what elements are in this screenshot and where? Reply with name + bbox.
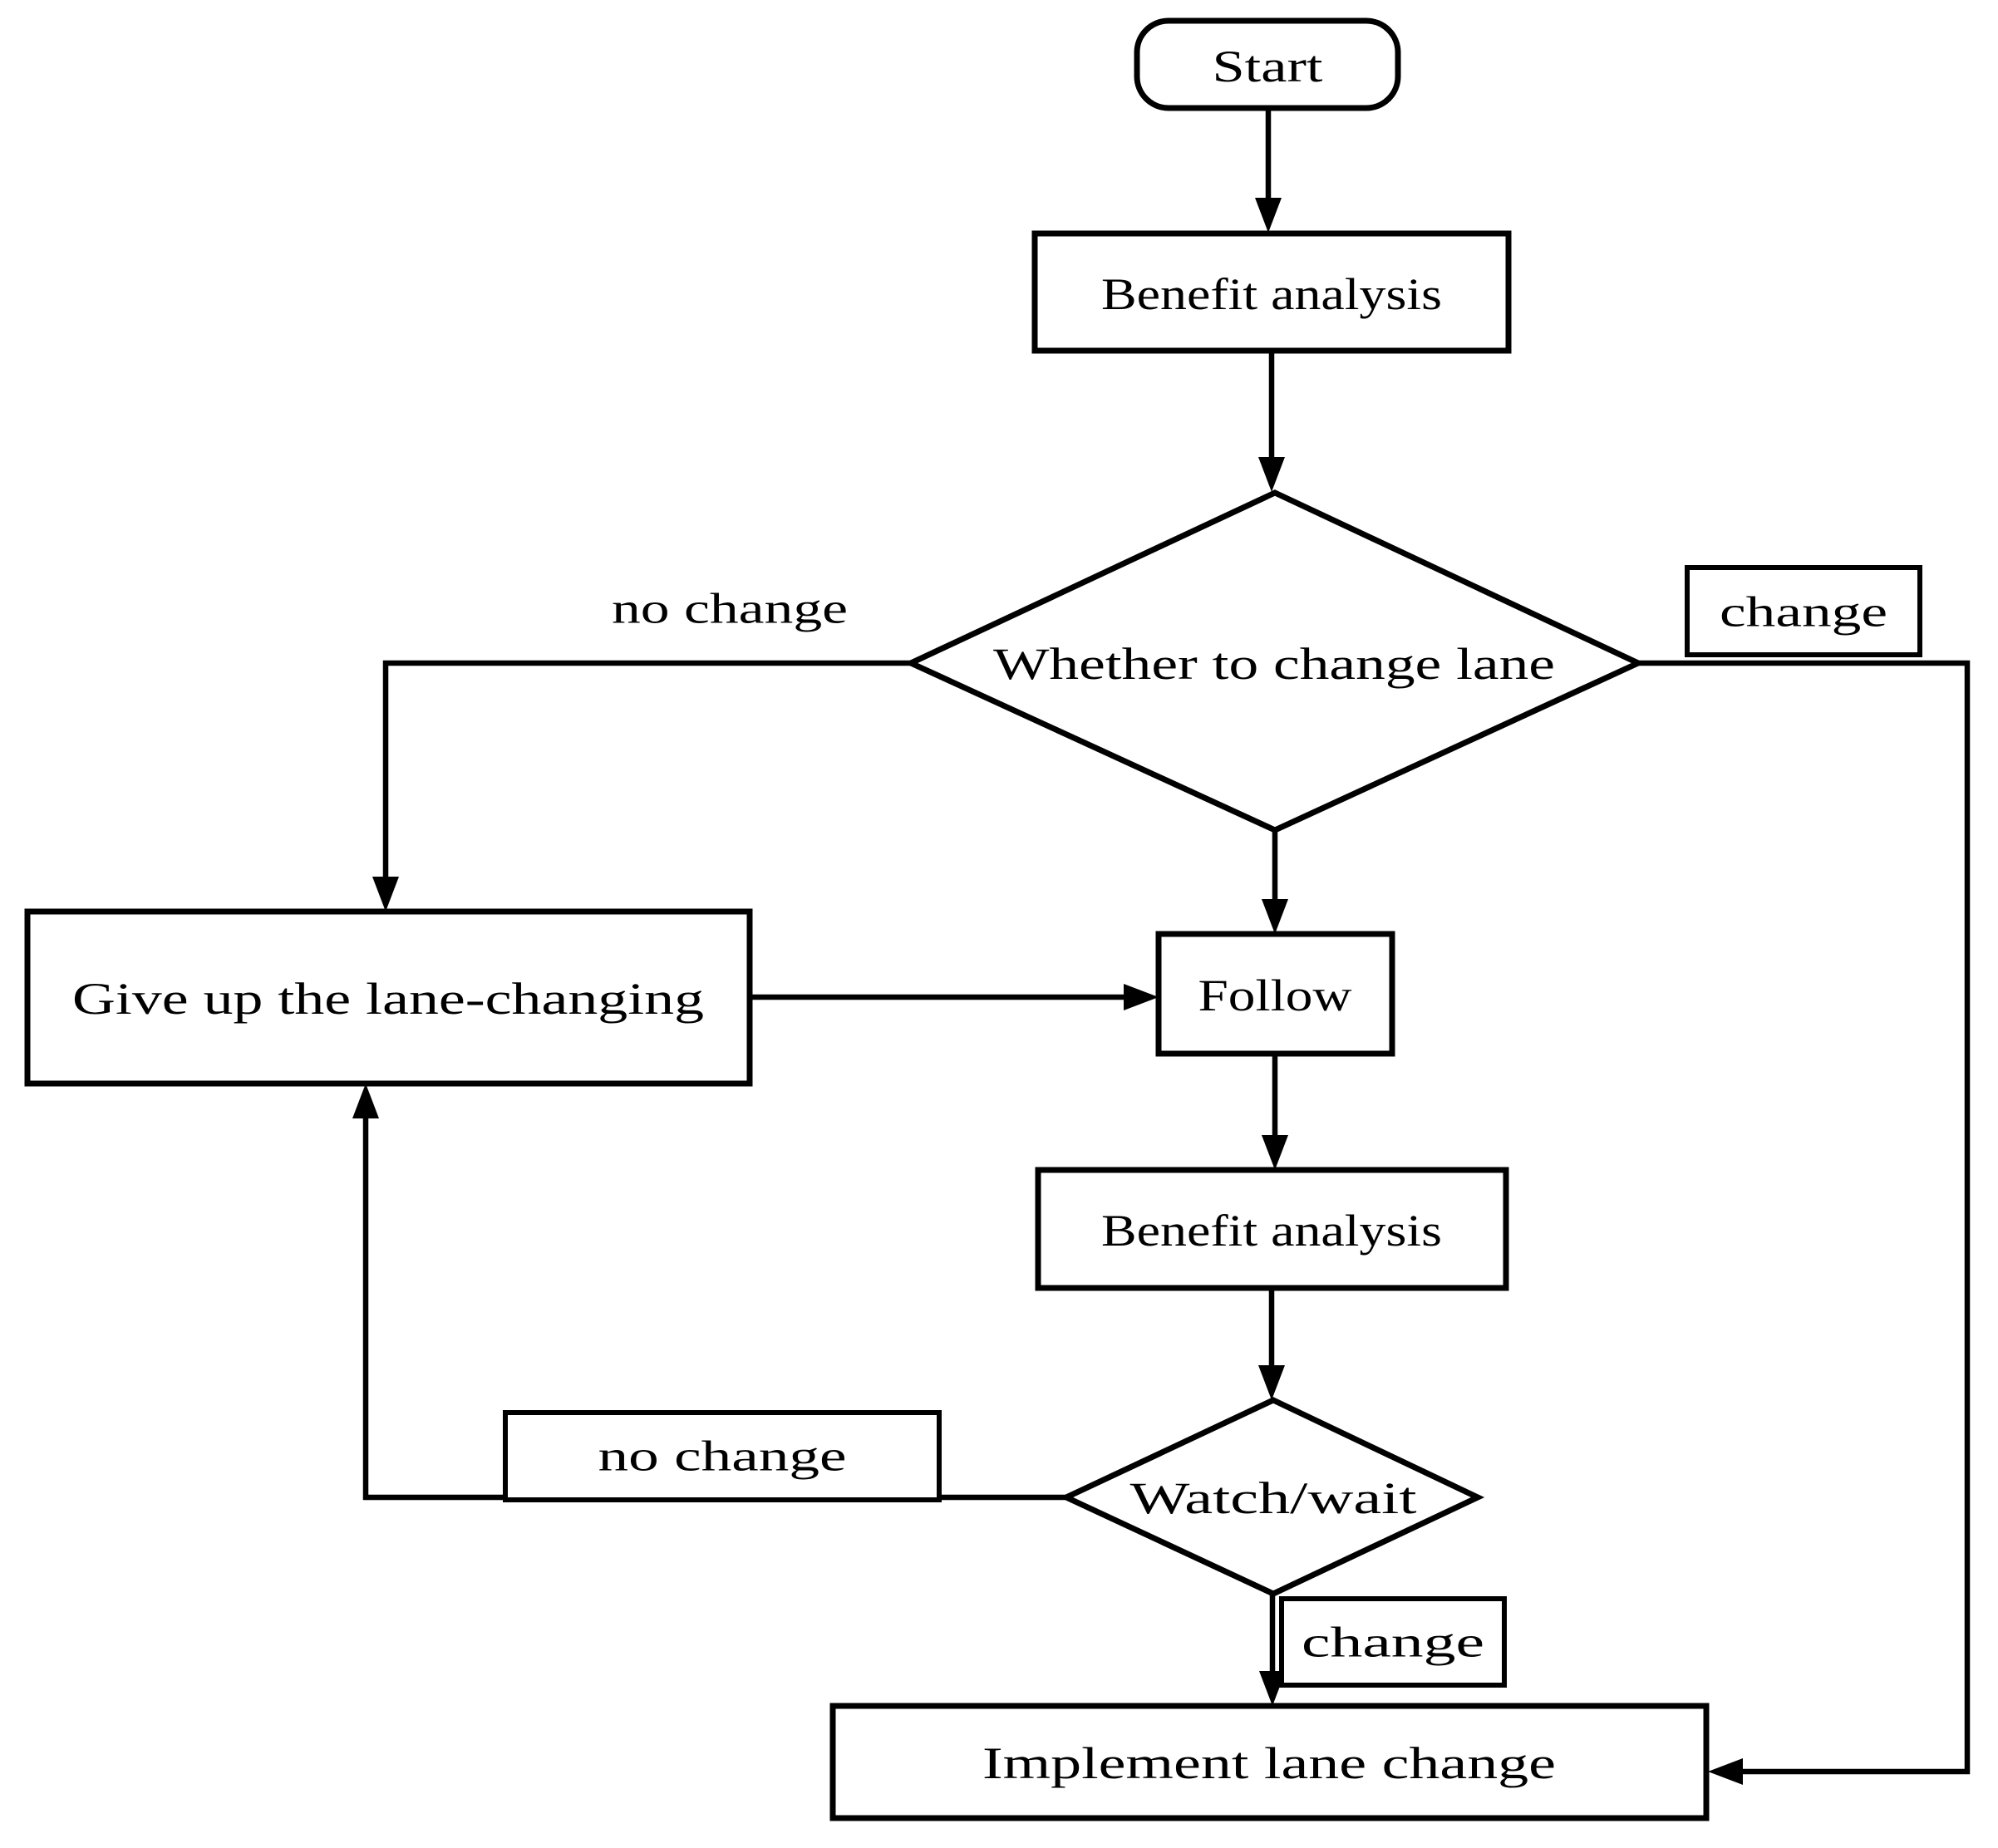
- node-start: Start: [1134, 17, 1401, 111]
- benefit-analysis-1-shape: [1031, 230, 1512, 354]
- edge-label-text: change: [1720, 589, 1887, 636]
- arrowhead-down-icon: [1258, 457, 1285, 492]
- start-label: Start: [1213, 42, 1323, 91]
- node-follow: Follow: [1155, 931, 1395, 1057]
- whether-to-change-lane-label: Whether to change lane: [993, 639, 1555, 689]
- benefit-analysis-2-shape: [1035, 1167, 1509, 1291]
- edge-decision1-to-giveup: [372, 660, 911, 912]
- edge-decision1-to-follow: [1262, 830, 1288, 934]
- edge-label-box: [1279, 1596, 1507, 1688]
- arrowhead-right-icon: [1124, 984, 1159, 1010]
- implement-shape: [829, 1703, 1710, 1821]
- edge-benefit1-to-decision1: [1258, 351, 1285, 492]
- arrowhead-up-icon: [352, 1084, 379, 1118]
- edge-label-no-change-2: no change: [503, 1410, 942, 1502]
- edge-line: [382, 660, 911, 878]
- edge-follow-to-benefit2: [1262, 1054, 1288, 1170]
- watch-wait-label: Watch/wait: [1130, 1473, 1417, 1523]
- edge-label-change-1: change: [1685, 565, 1922, 657]
- node-benefit-analysis-2: Benefit analysis: [1035, 1167, 1509, 1291]
- edge-line: [1638, 660, 1971, 1775]
- start-shape: [1134, 17, 1401, 111]
- edge-label-box: [503, 1410, 942, 1502]
- node-whether-to-change-lane: Whether to change lane: [903, 489, 1646, 833]
- benefit-analysis-1-label: Benefit analysis: [1101, 269, 1442, 319]
- edge-label-change-2: change: [1279, 1596, 1507, 1688]
- edge-label-text: no change: [598, 1433, 847, 1481]
- edge-label-box: [1685, 565, 1922, 657]
- node-give-up: Give up the lane-changing: [24, 908, 753, 1087]
- benefit-analysis-2-label: Benefit analysis: [1101, 1206, 1442, 1256]
- edge-benefit2-to-decision2: [1258, 1288, 1285, 1400]
- node-implement: Implement lane change: [829, 1703, 1710, 1821]
- arrowhead-down-icon: [1262, 899, 1288, 934]
- edge-label-text: change: [1302, 1619, 1484, 1667]
- give-up-label: Give up the lane-changing: [72, 974, 704, 1024]
- watch-wait-shape: [1059, 1397, 1485, 1597]
- arrowhead-down-icon: [1258, 1365, 1285, 1400]
- follow-shape: [1155, 931, 1395, 1057]
- arrowhead-down-icon: [1255, 198, 1282, 233]
- edge-start-to-benefit1: [1255, 108, 1282, 233]
- node-benefit-analysis-1: Benefit analysis: [1031, 230, 1512, 354]
- implement-label: Implement lane change: [982, 1738, 1556, 1788]
- arrowhead-down-icon: [1262, 1135, 1288, 1170]
- give-up-shape: [24, 908, 753, 1087]
- whether-to-change-lane-shape: [903, 489, 1646, 833]
- arrowhead-down-icon: [372, 877, 399, 912]
- edge-decision1-to-implement: [1638, 660, 1971, 1785]
- edge-label-text: no change: [612, 586, 848, 633]
- arrowhead-left-icon: [1708, 1758, 1743, 1785]
- edge-label-no-change-1: no change: [612, 586, 848, 633]
- follow-label: Follow: [1198, 971, 1352, 1020]
- node-watch-wait: Watch/wait: [1059, 1397, 1485, 1597]
- edge-giveup-to-follow: [750, 984, 1159, 1010]
